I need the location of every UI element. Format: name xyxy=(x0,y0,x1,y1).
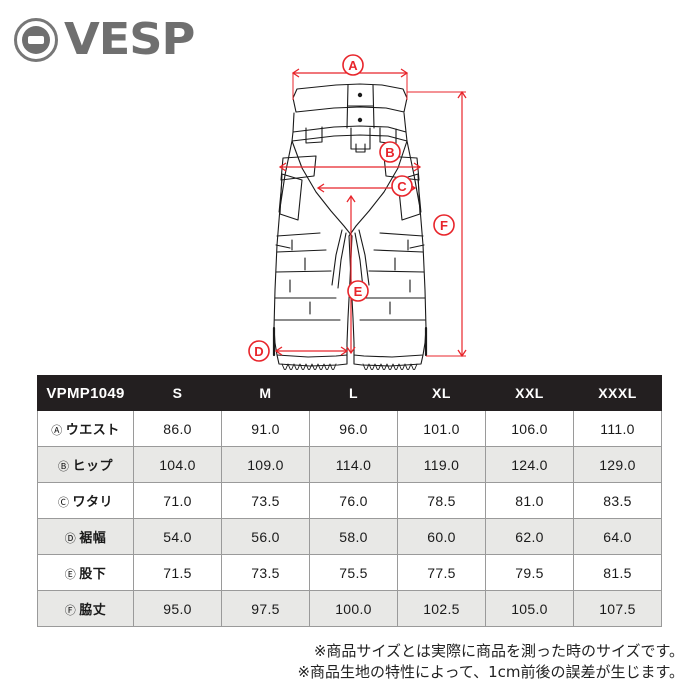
size-header-s: S xyxy=(133,375,222,411)
cell-hip-xxl: 124.0 xyxy=(485,446,574,483)
cell-hip-m: 109.0 xyxy=(221,446,310,483)
diagram-marker-A: A xyxy=(342,54,364,76)
row-label-text: 股下 xyxy=(79,566,107,581)
row-marker-b: Ⓑ xyxy=(57,461,70,473)
cell-hip-s: 104.0 xyxy=(133,446,222,483)
diagram-marker-F: F xyxy=(433,214,455,236)
cell-thigh-l: 76.0 xyxy=(309,482,398,519)
footnote-line-1: ※商品サイズとは実際に商品を測った時のサイズです。 xyxy=(313,642,684,660)
diagram-marker-D: D xyxy=(248,340,270,362)
cell-hem-l: 58.0 xyxy=(309,518,398,555)
model-number-header: VPMP1049 xyxy=(37,375,134,411)
vesp-circle-emblem-icon xyxy=(14,18,58,62)
cell-waist-xxxl: 111.0 xyxy=(573,410,662,447)
diagram-marker-E: E xyxy=(347,280,369,302)
row-marker-d: Ⓓ xyxy=(64,533,77,545)
footnotes: ※商品サイズとは実際に商品を測った時のサイズです。 ※商品生地の特性によって、1… xyxy=(297,641,684,683)
size-header-xxl: XXL xyxy=(485,375,574,411)
cell-waist-m: 91.0 xyxy=(221,410,310,447)
row-label-text: 裾幅 xyxy=(79,530,107,545)
row-marker-e: Ⓔ xyxy=(64,569,77,581)
cell-thigh-m: 73.5 xyxy=(221,482,310,519)
brand-logo: VESP xyxy=(14,18,195,62)
row-label-text: ヒップ xyxy=(72,458,113,473)
size-header-xl: XL xyxy=(397,375,486,411)
cell-waist-xl: 101.0 xyxy=(397,410,486,447)
cell-hem-xxl: 62.0 xyxy=(485,518,574,555)
cell-hip-xl: 119.0 xyxy=(397,446,486,483)
row-label-text: 脇丈 xyxy=(79,602,107,617)
cell-inseam-m: 73.5 xyxy=(221,554,310,591)
cell-hip-xxxl: 129.0 xyxy=(573,446,662,483)
cell-inseam-s: 71.5 xyxy=(133,554,222,591)
svg-text:F: F xyxy=(440,218,448,233)
cell-waist-l: 96.0 xyxy=(309,410,398,447)
svg-text:A: A xyxy=(348,58,358,73)
row-marker-a: Ⓐ xyxy=(51,425,63,437)
cell-hem-xl: 60.0 xyxy=(397,518,486,555)
cell-waist-s: 86.0 xyxy=(133,410,222,447)
cell-thigh-xl: 78.5 xyxy=(397,482,486,519)
cell-hem-s: 54.0 xyxy=(133,518,222,555)
row-marker-c: Ⓒ xyxy=(57,497,70,509)
size-header-l: L xyxy=(309,375,398,411)
table-header-row: VPMP1049 S M L XL XXL XXXL xyxy=(37,375,662,411)
cell-sidelength-l: 100.0 xyxy=(309,590,398,627)
cell-hem-m: 56.0 xyxy=(221,518,310,555)
size-header-m: M xyxy=(221,375,310,411)
size-header-xxxl: XXXL xyxy=(573,375,662,411)
cell-sidelength-xl: 102.5 xyxy=(397,590,486,627)
cell-thigh-xxl: 81.0 xyxy=(485,482,574,519)
svg-text:E: E xyxy=(354,284,363,299)
cell-sidelength-xxxl: 107.5 xyxy=(573,590,662,627)
cell-sidelength-s: 95.0 xyxy=(133,590,222,627)
cell-hip-l: 114.0 xyxy=(309,446,398,483)
row-label-text: ウエスト xyxy=(65,422,120,437)
cell-inseam-xxl: 79.5 xyxy=(485,554,574,591)
cell-inseam-xl: 77.5 xyxy=(397,554,486,591)
diagram-marker-C: C xyxy=(391,175,413,197)
cell-sidelength-m: 97.5 xyxy=(221,590,310,627)
footnote-line-2: ※商品生地の特性によって、1cm前後の誤差が生じます。 xyxy=(297,663,684,681)
brand-wordmark: VESP xyxy=(64,14,195,65)
row-label-text: ワタリ xyxy=(72,494,113,509)
cell-inseam-l: 75.5 xyxy=(309,554,398,591)
cell-hem-xxxl: 64.0 xyxy=(573,518,662,555)
cell-waist-xxl: 106.0 xyxy=(485,410,574,447)
row-marker-f: Ⓕ xyxy=(64,605,77,617)
cell-sidelength-xxl: 105.0 xyxy=(485,590,574,627)
pants-measurement-diagram: A B C D E F xyxy=(230,40,500,370)
cell-thigh-xxxl: 83.5 xyxy=(573,482,662,519)
svg-text:C: C xyxy=(397,179,407,194)
cell-inseam-xxxl: 81.5 xyxy=(573,554,662,591)
diagram-marker-B: B xyxy=(379,141,401,163)
svg-text:B: B xyxy=(385,145,394,160)
svg-text:D: D xyxy=(254,344,263,359)
cell-thigh-s: 71.0 xyxy=(133,482,222,519)
